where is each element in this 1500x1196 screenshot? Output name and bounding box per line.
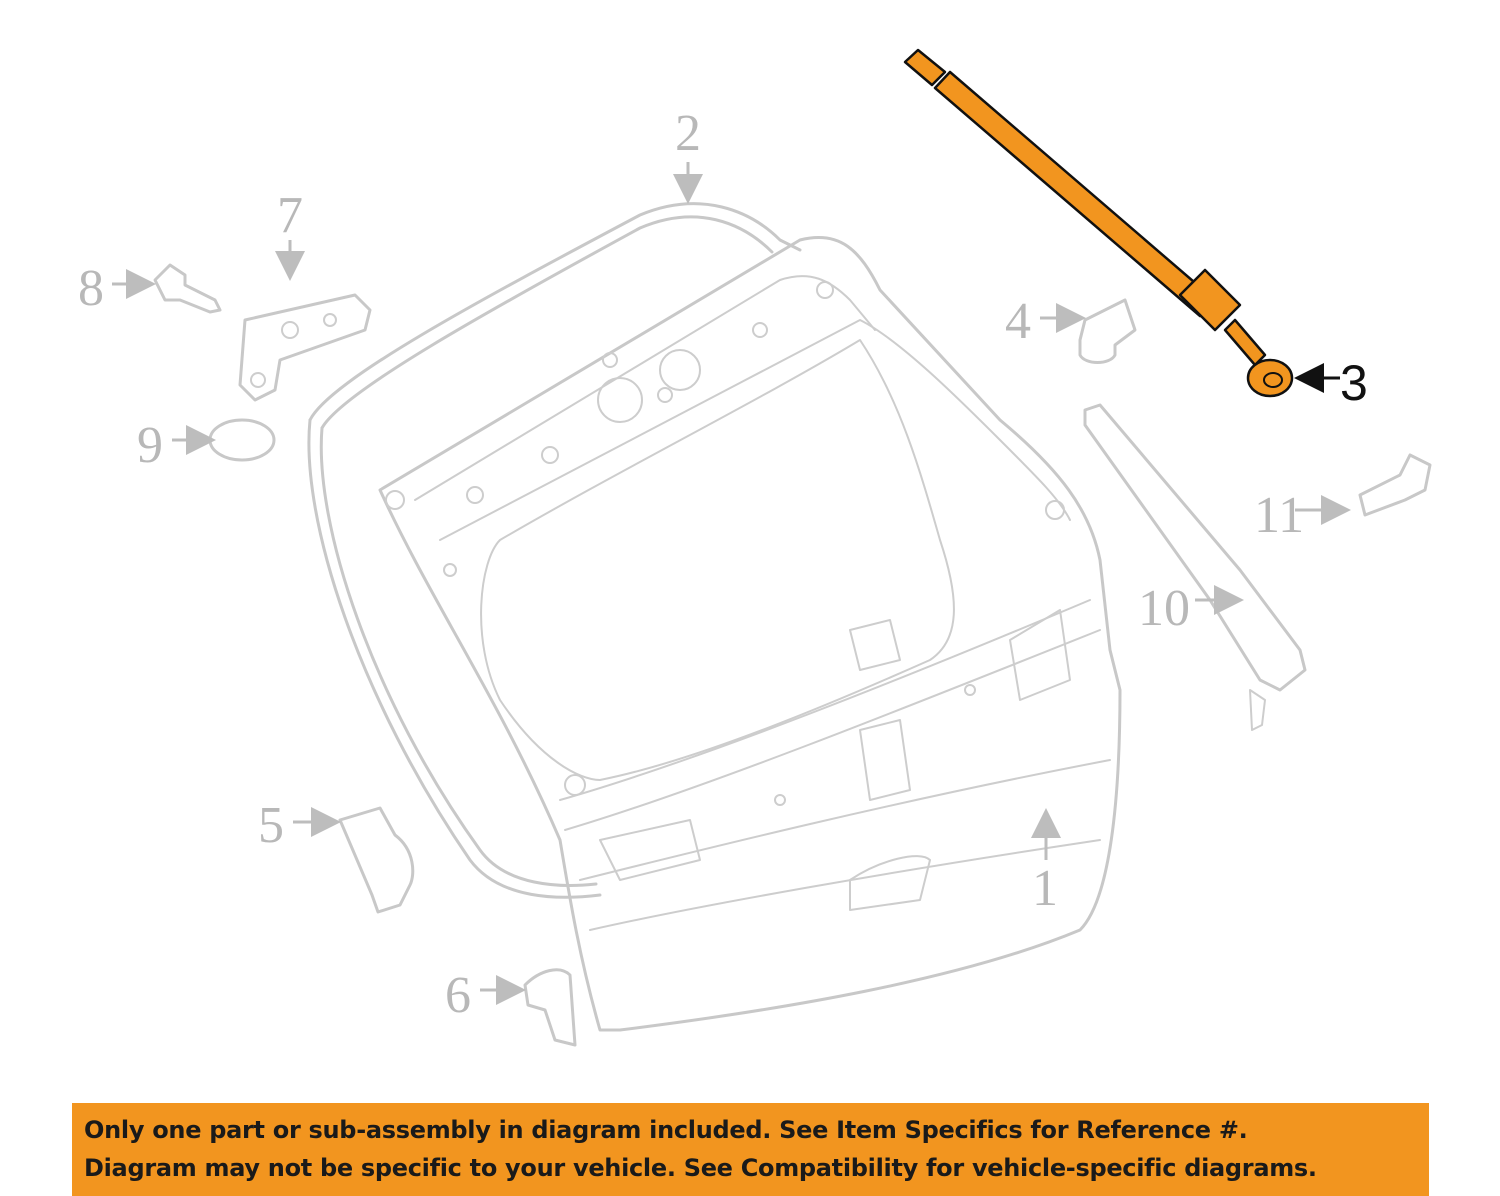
part-5-latch bbox=[338, 806, 415, 914]
part-9-plug bbox=[208, 418, 276, 462]
callout-6: 6 bbox=[445, 967, 471, 1024]
callout-arrows bbox=[112, 162, 1351, 1005]
part-6-bracket bbox=[523, 968, 577, 1047]
callout-8: 8 bbox=[78, 260, 104, 317]
part-3-lift-support-strut bbox=[903, 48, 1294, 398]
part-4-bumper bbox=[1078, 298, 1137, 364]
part-8-bolt bbox=[153, 263, 222, 314]
callout-1: 1 bbox=[1032, 860, 1058, 917]
part-11-clip bbox=[1358, 453, 1432, 517]
callout-5: 5 bbox=[258, 797, 284, 854]
disclaimer-line-1: Only one part or sub-assembly in diagram… bbox=[84, 1116, 1248, 1144]
parts-diagram: 1 2 3 4 5 6 7 8 9 10 11 bbox=[78, 48, 1432, 1047]
disclaimer-line-2: Diagram may not be specific to your vehi… bbox=[84, 1154, 1317, 1182]
callout-3: 3 bbox=[1340, 355, 1368, 411]
disclaimer-banner: Only one part or sub-assembly in diagram… bbox=[72, 1103, 1429, 1196]
part-2-seal bbox=[307, 202, 802, 899]
callout-7: 7 bbox=[277, 187, 303, 244]
callout-2: 2 bbox=[675, 105, 701, 162]
callout-4: 4 bbox=[1005, 293, 1031, 350]
part-7-hinge bbox=[238, 293, 372, 402]
callout-9: 9 bbox=[137, 417, 163, 474]
callout-10: 10 bbox=[1138, 580, 1190, 637]
part-1-liftgate bbox=[378, 235, 1122, 1032]
part-10-channel bbox=[1083, 403, 1307, 731]
callout-11: 11 bbox=[1254, 487, 1304, 544]
